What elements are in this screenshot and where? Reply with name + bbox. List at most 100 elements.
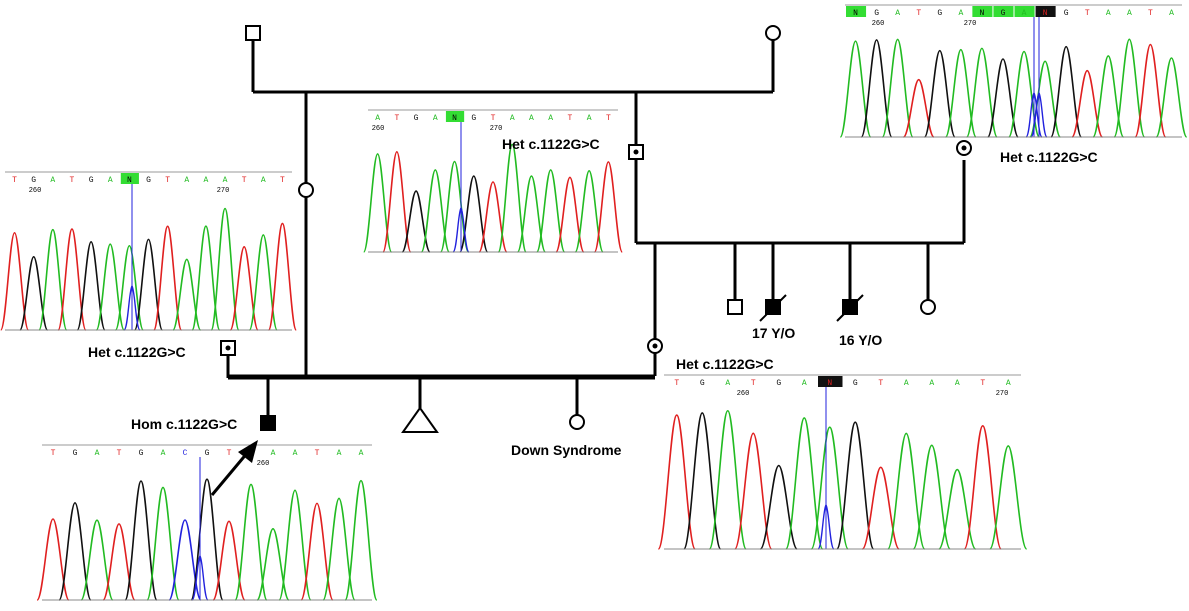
base-call-letter: A <box>95 449 100 458</box>
base-highlight <box>993 6 1014 17</box>
chromatogram-peak <box>516 175 547 253</box>
position-tick-label: 260 <box>257 460 270 468</box>
pedigree-lines <box>226 40 966 416</box>
chromatogram-peak <box>963 424 1002 550</box>
sister-circle <box>920 299 936 315</box>
chromatogram-peak <box>19 255 49 331</box>
chromatogram-bottom-left: TGATGACGTAAATAA260 <box>36 444 378 601</box>
mutation-peak <box>452 206 470 253</box>
mother-of-father-circle <box>298 182 314 198</box>
chromatogram-peak <box>133 238 164 331</box>
proband-affected-square <box>260 415 276 431</box>
chromatogram-peak <box>1050 45 1083 138</box>
mother-carrier-dot <box>652 343 658 349</box>
base-call-letter: A <box>587 114 592 123</box>
label-down-syndrome: Down Syndrome <box>511 442 622 458</box>
base-call-letter: T <box>916 9 921 18</box>
position-tick-label: 270 <box>490 125 503 133</box>
base-call-letter: A <box>548 114 553 123</box>
chromatogram-peak <box>0 231 30 331</box>
base-call-letter: T <box>491 114 496 123</box>
base-highlight <box>972 6 993 17</box>
base-call-letter: G <box>1064 9 1069 18</box>
father-carrier-dot <box>225 345 231 351</box>
deceased-slash-16 <box>836 294 864 322</box>
chromatogram-peak <box>1155 57 1188 138</box>
chromatogram-peak <box>191 225 221 331</box>
proband-arrow-head <box>238 440 258 463</box>
chromatogram-peak <box>593 161 624 253</box>
base-call-letter: G <box>700 379 705 388</box>
chromatogram-peak <box>229 246 259 331</box>
chromatogram-peak <box>420 169 450 253</box>
base-highlight <box>1035 6 1056 17</box>
base-call-letter: T <box>606 114 611 123</box>
position-tick-label: 270 <box>996 390 1009 398</box>
mutation-peak <box>191 554 209 601</box>
base-call-letter: T <box>980 379 985 388</box>
chromatogram-peak <box>278 489 312 601</box>
chromatogram-peak <box>234 483 268 601</box>
base-call-letter: T <box>315 449 320 458</box>
mutation-peak <box>1030 91 1048 138</box>
chromatogram-peak <box>912 444 951 550</box>
chromatogram-peak <box>734 432 773 550</box>
chromatogram-peak <box>478 181 508 253</box>
base-call-letter: G <box>776 379 781 388</box>
base-call-letter: T <box>242 176 247 185</box>
chromatogram-peak <box>1092 55 1125 138</box>
chromatogram-peak <box>861 466 900 550</box>
base-call-letter: T <box>280 176 285 185</box>
chromatogram-peak <box>248 234 278 331</box>
position-tick-label: 260 <box>29 187 42 195</box>
chromatogram-peak <box>102 523 136 601</box>
base-call-letter: A <box>223 176 228 185</box>
label-age-17: 17 Y/O <box>752 325 796 341</box>
base-call-letter: T <box>394 114 399 123</box>
chromatogram-peak <box>1071 69 1104 138</box>
base-call-letter: A <box>161 449 166 458</box>
chromatogram-peak <box>555 176 585 253</box>
chromatogram-peak <box>267 222 297 331</box>
base-call-letter: A <box>1022 9 1027 18</box>
chromatogram-peak <box>574 170 604 253</box>
chromatogram-peak <box>708 409 747 550</box>
chromatogram-peak <box>989 445 1028 550</box>
grandmother-circle <box>765 25 781 41</box>
position-tick-label: 270 <box>217 187 230 195</box>
chromatogram-peak <box>256 527 290 601</box>
chromatogram-peak <box>146 486 180 601</box>
base-call-letter: T <box>70 176 75 185</box>
base-call-letter: A <box>725 379 730 388</box>
base-call-letter: A <box>50 176 55 185</box>
base-highlight <box>1014 6 1035 17</box>
chromatogram-peak <box>36 518 70 601</box>
base-call-letter: N <box>1043 9 1048 18</box>
base-call-letter: G <box>89 176 94 185</box>
base-call-letter: N <box>127 176 132 185</box>
chromatogram-peak <box>938 468 977 550</box>
base-call-letter: T <box>751 379 756 388</box>
base-call-letter: G <box>146 176 151 185</box>
base-call-letter: N <box>980 9 985 18</box>
position-tick-label: 260 <box>372 125 385 133</box>
label-age-16: 16 Y/O <box>839 332 883 348</box>
base-call-letter: T <box>165 176 170 185</box>
chromatogram-peak <box>759 464 798 550</box>
chromatogram-peak <box>58 501 92 601</box>
base-call-letter: N <box>827 379 832 388</box>
chromatogram-peak <box>190 478 224 601</box>
base-call-letter: G <box>937 9 942 18</box>
base-call-letter: A <box>271 449 276 458</box>
base-call-letter: A <box>904 379 909 388</box>
position-tick-label: 260 <box>872 20 885 28</box>
base-call-letter: T <box>568 114 573 123</box>
base-call-letter: T <box>878 379 883 388</box>
base-call-letter: T <box>117 449 122 458</box>
base-call-letter: G <box>73 449 78 458</box>
carrier-male-dot <box>633 149 639 155</box>
base-call-letter: N <box>452 114 457 123</box>
base-call-letter: A <box>529 114 534 123</box>
